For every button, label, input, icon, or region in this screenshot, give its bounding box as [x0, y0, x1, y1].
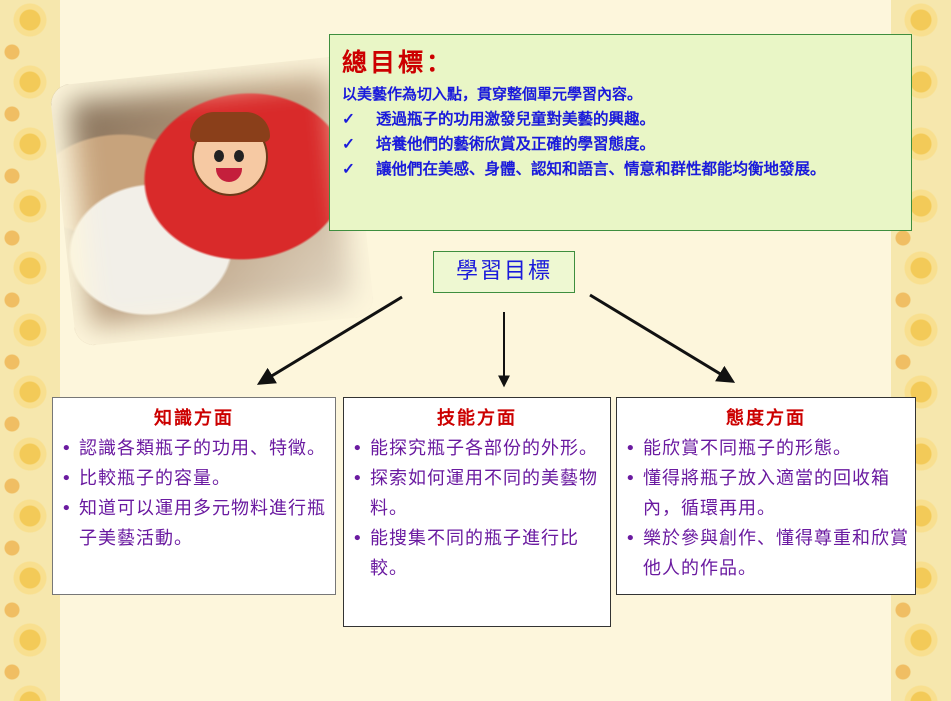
check-mark-icon: ✓: [342, 134, 355, 153]
eye-icon: [214, 150, 224, 162]
arrow-left: [256, 295, 403, 385]
list-item: •認識各類瓶子的功用、特徵。: [59, 434, 329, 464]
list-item: •懂得將瓶子放入適當的回收箱內，循環再用。: [623, 464, 909, 524]
cartoon-face-sticker: [190, 112, 270, 196]
bullet-dot-icon: •: [61, 438, 73, 459]
check-mark-icon: ✓: [342, 109, 355, 128]
bullet-dot-icon: •: [61, 468, 73, 489]
list-item: •能探究瓶子各部份的外形。: [350, 434, 604, 464]
list-item: •知道可以運用多元物料進行瓶子美藝活動。: [59, 494, 329, 554]
bullet-dot-icon: •: [352, 438, 364, 459]
bullet-dot-icon: •: [352, 468, 364, 489]
overall-goal-box: 總目標： 以美藝作為切入點，貫穿整個單元學習內容。 ✓透過瓶子的功用激發兒童對美…: [329, 34, 912, 231]
overall-goal-lead: 以美藝作為切入點，貫穿整個單元學習內容。: [342, 85, 643, 103]
arrow-right: [589, 293, 736, 383]
list-item: •比較瓶子的容量。: [59, 464, 329, 494]
bullet-dot-icon: •: [625, 468, 637, 489]
skills-column: 技能方面 •能探究瓶子各部份的外形。 •探索如何運用不同的美藝物料。 •能搜集不…: [343, 397, 611, 627]
knowledge-column: 知識方面 •認識各類瓶子的功用、特徵。 •比較瓶子的容量。 •知道可以運用多元物…: [52, 397, 336, 595]
overall-goal-list: ✓透過瓶子的功用激發兒童對美藝的興趣。 ✓培養他們的藝術欣賞及正確的學習態度。 …: [342, 106, 899, 181]
list-item: ✓讓他們在美感、身體、認知和語言、情意和群性都能均衡地發展。: [342, 156, 899, 181]
attitude-column: 態度方面 •能欣賞不同瓶子的形態。 •懂得將瓶子放入適當的回收箱內，循環再用。 …: [616, 397, 916, 595]
mouth-icon: [216, 168, 242, 182]
bullet-dot-icon: •: [625, 528, 637, 549]
attitude-title: 態度方面: [726, 408, 806, 429]
floral-border-left: [0, 0, 60, 701]
bullet-dot-icon: •: [61, 498, 73, 519]
overall-goal-title: 總目標：: [342, 48, 455, 77]
list-item: ✓透過瓶子的功用激發兒童對美藝的興趣。: [342, 106, 899, 131]
check-mark-icon: ✓: [342, 159, 355, 178]
learning-goal-box: 學習目標: [433, 251, 575, 293]
list-item: •探索如何運用不同的美藝物料。: [350, 464, 604, 524]
list-item: •能搜集不同的瓶子進行比較。: [350, 524, 604, 584]
bullet-dot-icon: •: [352, 528, 364, 549]
list-item: ✓培養他們的藝術欣賞及正確的學習態度。: [342, 131, 899, 156]
skills-title: 技能方面: [437, 408, 517, 429]
bullet-dot-icon: •: [625, 438, 637, 459]
list-item: •能欣賞不同瓶子的形態。: [623, 434, 909, 464]
list-item: •樂於參與創作、懂得尊重和欣賞他人的作品。: [623, 524, 909, 584]
knowledge-title: 知識方面: [154, 408, 234, 429]
eye-icon: [234, 150, 244, 162]
